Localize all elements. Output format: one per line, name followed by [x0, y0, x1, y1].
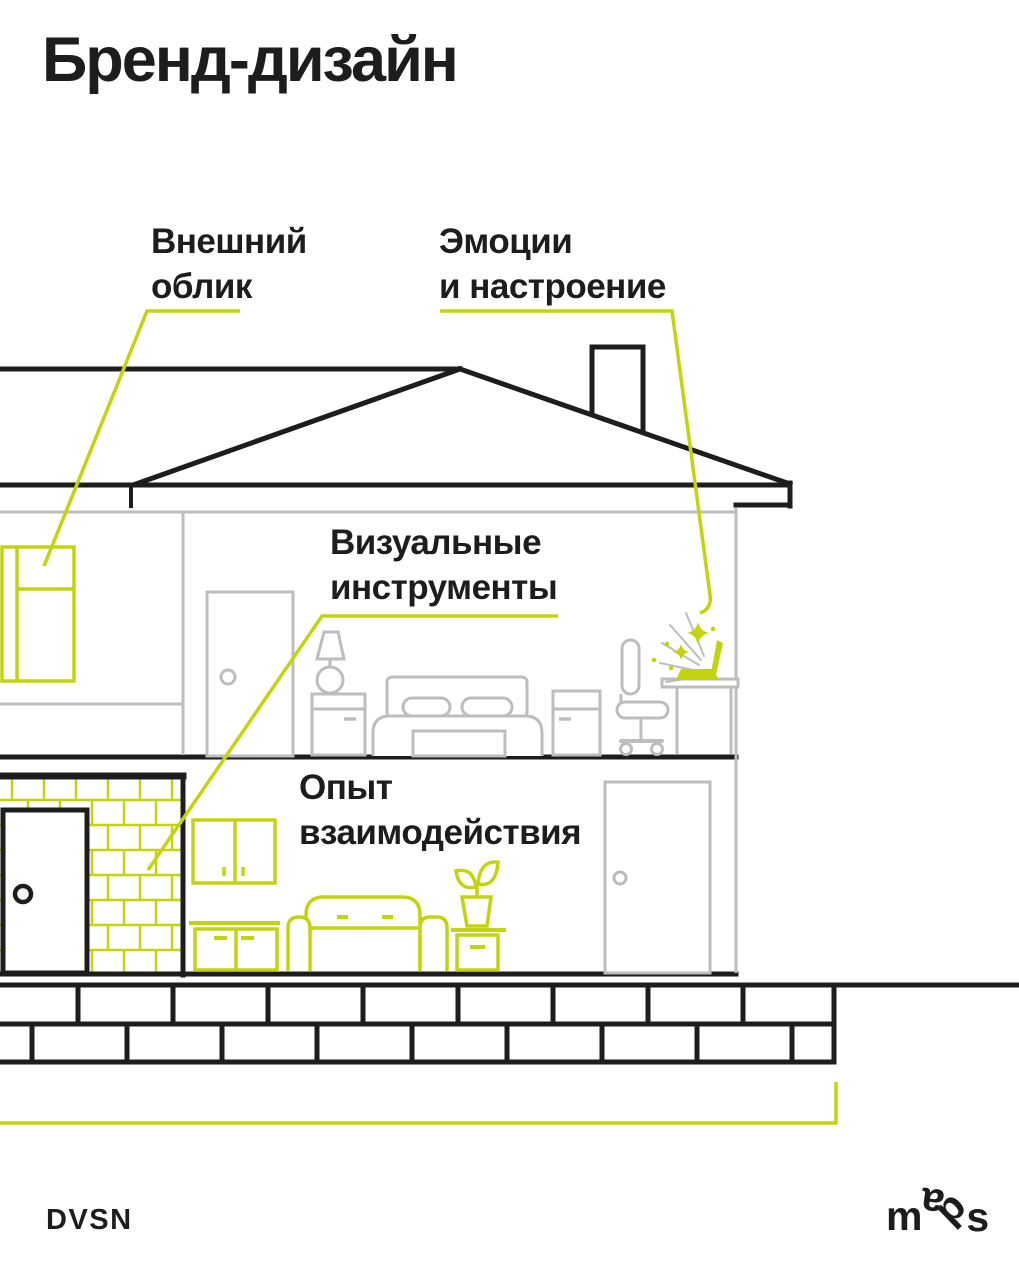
- chimney: [589, 344, 646, 432]
- leaf-icon: [454, 868, 478, 890]
- callout-visual-tools: Визуальные инструменты: [330, 520, 558, 610]
- laptop-icon: [676, 640, 723, 680]
- roof: [0, 365, 794, 489]
- table-lamp: [315, 630, 346, 695]
- brand-signature: DVSN: [46, 1204, 133, 1236]
- side-table: [451, 928, 506, 972]
- interior-door-lower: [603, 780, 712, 975]
- callout-line-emotions: [440, 309, 713, 615]
- potted-plant: [454, 860, 500, 928]
- interior-outlines: [0, 508, 740, 975]
- pillow-icon: [460, 696, 514, 718]
- door-knob-icon: [12, 883, 34, 905]
- callout-appearance-line1: Внешний: [151, 222, 307, 261]
- entry-door: [0, 807, 90, 976]
- eaves: [0, 480, 793, 509]
- callout-experience-line1: Опыт: [299, 768, 393, 807]
- bedroom-door: [205, 590, 295, 758]
- bottom-bracket-line: [0, 1082, 838, 1125]
- mads-logo: mads: [886, 1179, 990, 1240]
- leaf-icon: [476, 860, 500, 887]
- mads-logo-letter: s: [966, 1194, 990, 1240]
- sofa: [286, 895, 449, 971]
- nightstand-left: [310, 692, 367, 757]
- page-title: Бренд-дизайн: [42, 25, 459, 95]
- door-knob-icon: [219, 668, 237, 686]
- door-knob-icon: [612, 870, 628, 886]
- highlighted-furniture: [0, 545, 723, 972]
- callout-visual-tools-line1: Визуальные: [330, 523, 542, 562]
- callout-lines: [0, 309, 838, 1125]
- foundation-bricks: [0, 983, 837, 1065]
- pillow-icon: [401, 696, 452, 718]
- double-bed: [371, 675, 544, 758]
- callout-visual-tools-line2: инструменты: [330, 568, 558, 607]
- callout-appearance-line2: облик: [151, 267, 252, 306]
- callout-line-appearance: [42, 309, 240, 567]
- desk-chair: [615, 638, 670, 756]
- callout-appearance: Внешний облик: [151, 219, 307, 309]
- mads-logo-letter: m: [886, 1193, 923, 1239]
- callout-experience-line2: взаимодействия: [299, 813, 582, 852]
- callout-emotions-line2: и настроение: [439, 267, 666, 306]
- wardrobe: [0, 545, 76, 683]
- callout-emotions-line1: Эмоции: [439, 222, 573, 261]
- callout-line-visual-tools: [146, 614, 558, 871]
- callout-emotions: Эмоции и настроение: [439, 219, 666, 309]
- callout-experience: Опыт взаимодействия: [299, 765, 582, 855]
- nightstand-right: [551, 689, 602, 757]
- desk: [660, 677, 740, 754]
- wall-cabinet: [191, 818, 277, 885]
- tv-stand: [189, 921, 280, 972]
- sparkle-stars: [651, 622, 716, 671]
